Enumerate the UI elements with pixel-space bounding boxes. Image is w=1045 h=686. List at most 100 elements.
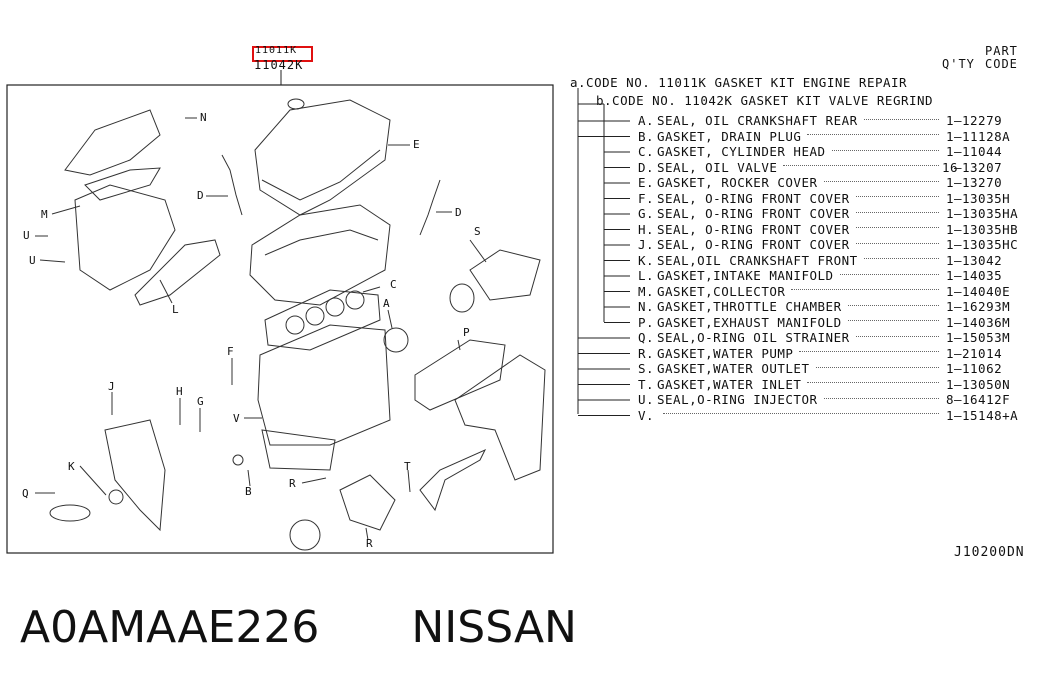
part-leader-dots — [783, 164, 939, 167]
qty-code-dash: — — [953, 407, 962, 423]
part-description: GASKET, ROCKER COVER — [657, 175, 818, 190]
part-leader-dots — [855, 335, 939, 337]
part-code: 11128A — [962, 128, 1011, 144]
callout-H: H — [176, 385, 183, 398]
part-description: GASKET, DRAIN PLUG — [657, 128, 802, 144]
part-leader-dots — [831, 149, 939, 151]
part-leader-dots — [799, 350, 939, 353]
part-leader-dots — [807, 381, 939, 384]
part-letter: A. — [638, 113, 655, 128]
part-letter: K. — [638, 252, 655, 268]
part-code: 11044 — [962, 144, 1003, 159]
part-row[interactable]: V.1—15148+A — [638, 408, 1040, 424]
part-letter: M. — [638, 283, 655, 299]
part-qty: 1 — [945, 237, 954, 252]
footer-part-number: A0AMAAE226 — [20, 602, 320, 653]
callout-L: L — [172, 303, 179, 316]
callout-B: B — [245, 485, 252, 498]
part-qty: 1 — [945, 190, 954, 206]
part-code: 15053M — [962, 330, 1011, 345]
parts-tree-lines — [577, 88, 630, 416]
callout-F: F — [227, 345, 234, 358]
part-description: SEAL,O-RING OIL STRAINER — [657, 330, 850, 345]
part-description: GASKET,EXHAUST MANIFOLD — [657, 314, 842, 330]
part-description: GASKET,WATER OUTLET — [657, 361, 810, 376]
qty-code-dash: — — [953, 113, 962, 128]
callout-K: K — [68, 460, 75, 473]
part-code: 13207 — [962, 159, 1003, 175]
part-qty: 1 — [945, 345, 954, 361]
part-qty: 1 — [945, 175, 954, 190]
part-letter: G. — [638, 206, 655, 221]
qty-code-dash: — — [953, 345, 962, 361]
part-label-1: PART — [985, 44, 1018, 58]
qty-code-dash: — — [953, 221, 962, 237]
part-letter: C. — [638, 144, 655, 159]
highlighted-code-box[interactable] — [252, 46, 313, 62]
qty-code-dash: — — [953, 206, 962, 221]
callout-M: M — [41, 208, 48, 221]
callout-U-lower: U — [29, 254, 36, 267]
part-code: 12279 — [962, 113, 1003, 128]
part-letter: D. — [638, 159, 655, 175]
part-qty: 1 — [945, 144, 954, 159]
callout-D-left: D — [197, 189, 204, 202]
part-letter: B. — [638, 128, 655, 144]
part-leader-dots — [663, 412, 939, 415]
qty-code-dash: — — [953, 175, 962, 190]
part-letter: R. — [638, 345, 655, 361]
part-letter: L. — [638, 268, 655, 283]
part-description: GASKET,COLLECTOR — [657, 283, 786, 299]
callout-R-upper: R — [289, 477, 296, 490]
part-qty: 1 — [945, 268, 954, 283]
part-leader-dots — [791, 288, 939, 291]
part-qty: 1 — [945, 221, 954, 237]
part-code: 13050N — [962, 376, 1011, 392]
part-code: 13035HB — [962, 221, 1019, 237]
callout-C: C — [390, 278, 397, 291]
part-letter: S. — [638, 361, 655, 376]
part-code: 13270 — [962, 175, 1003, 190]
part-qty: 1 — [945, 407, 954, 423]
part-leader-dots — [855, 195, 939, 198]
part-leader-dots — [855, 211, 939, 213]
part-leader-dots — [855, 226, 939, 229]
part-qty: 1 — [945, 376, 954, 392]
part-code: 13035HC — [962, 237, 1019, 252]
callout-T: T — [404, 460, 411, 473]
part-qty: 1 — [945, 252, 954, 268]
part-description: SEAL, O-RING FRONT COVER — [657, 221, 850, 237]
part-code: 11062 — [962, 361, 1003, 376]
part-description: SEAL,O-RING INJECTOR — [657, 392, 818, 407]
part-leader-dots — [847, 319, 939, 322]
qty-code-dash: — — [953, 361, 962, 376]
part-code: 13042 — [962, 252, 1003, 268]
part-qty: 1 — [945, 283, 954, 299]
callout-A: A — [383, 297, 390, 310]
part-qty: 8 — [945, 392, 954, 407]
part-description: SEAL, O-RING FRONT COVER — [657, 206, 850, 221]
part-leader-dots — [847, 304, 939, 306]
diagram-id: J10200DN — [954, 545, 1025, 560]
footer-brand: NISSAN — [411, 602, 577, 653]
